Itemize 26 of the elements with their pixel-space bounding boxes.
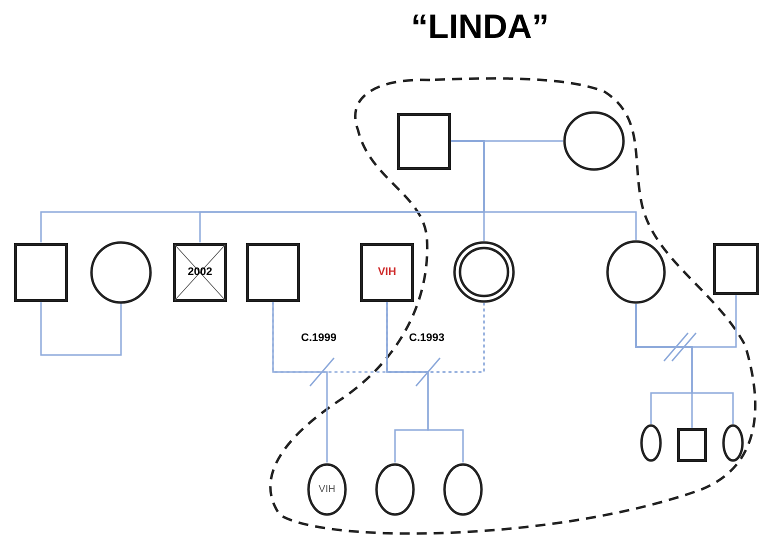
male-square — [713, 243, 759, 295]
male-square — [360, 242, 414, 302]
female-circle — [563, 111, 625, 171]
female-circle — [722, 424, 744, 462]
male-square — [246, 242, 300, 302]
person-label: VIH — [318, 484, 336, 494]
index-person-double-circle — [453, 241, 515, 303]
edge-label: C.1999 — [300, 332, 338, 344]
female-circle — [307, 462, 347, 516]
connector-line — [451, 140, 637, 240]
female-circle — [443, 462, 483, 516]
deceased-male-square — [173, 242, 227, 302]
female-circle — [640, 424, 662, 462]
male-square — [397, 112, 451, 170]
connector-line — [272, 302, 328, 462]
person-label: VIH — [378, 266, 396, 278]
connector-line — [386, 302, 464, 462]
female-circle — [606, 240, 666, 304]
female-circle — [375, 462, 415, 516]
male-square — [14, 242, 68, 302]
connector-line — [40, 302, 122, 356]
male-square — [677, 428, 707, 462]
edge-label: C.1993 — [408, 332, 446, 344]
female-circle — [90, 240, 152, 304]
connector-line — [635, 295, 737, 348]
title: “LINDA” — [410, 8, 550, 47]
